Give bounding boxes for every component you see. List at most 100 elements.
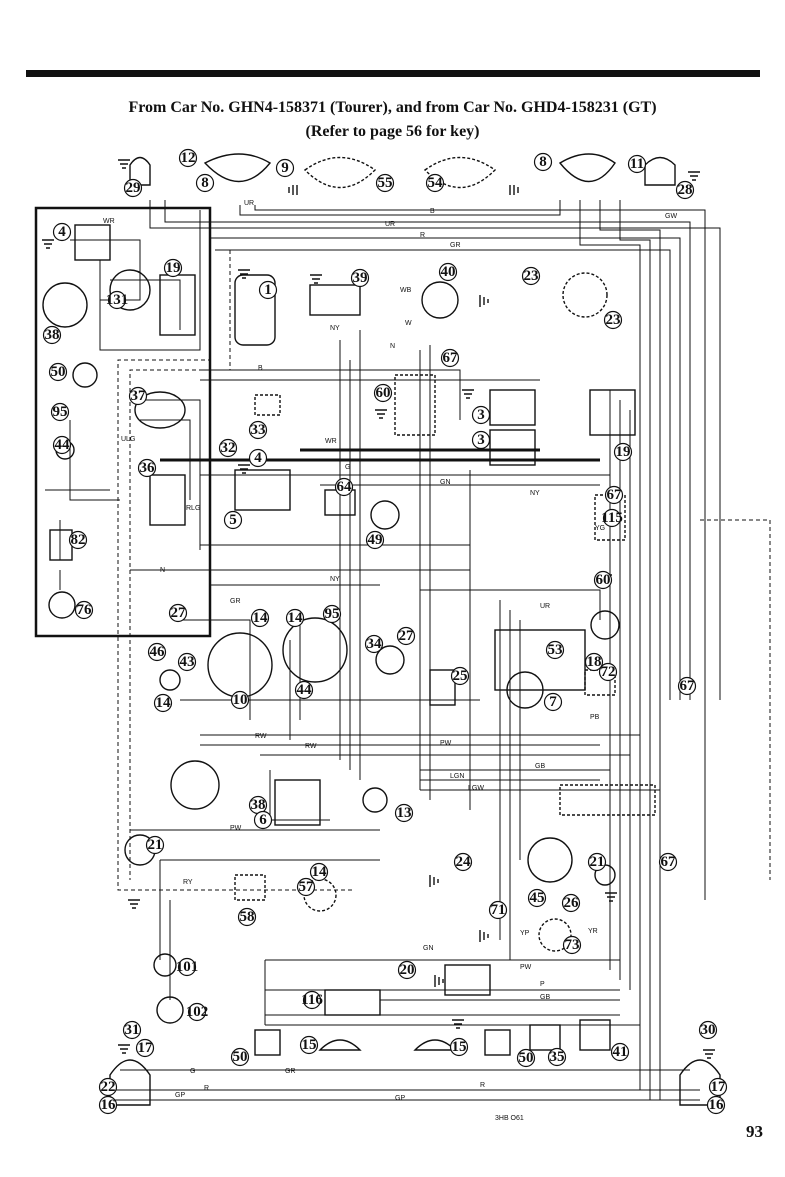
control-box-icon <box>589 389 636 436</box>
callout-circle <box>48 362 68 382</box>
callout-number: 6 <box>259 812 267 828</box>
switch-icon <box>42 282 88 328</box>
component-number-callout: 10 <box>230 690 250 710</box>
earth-icon <box>238 269 250 279</box>
component-number-callout: 38 <box>248 795 268 815</box>
callout-circle <box>123 178 143 198</box>
wire-colour-code: GR <box>230 598 241 605</box>
component-number-callout: 102 <box>186 1002 208 1022</box>
callout-circle <box>603 310 623 330</box>
callout-number: 44 <box>297 682 313 698</box>
component-number-callout: 32 <box>218 438 238 458</box>
lighting-switch-icon <box>170 760 220 810</box>
earth-icon <box>452 1019 464 1029</box>
component-number-callout: 19 <box>613 442 633 462</box>
earth-icon <box>128 899 140 909</box>
callout-circle <box>440 348 460 368</box>
callout-number: 16 <box>101 1097 117 1113</box>
callout-circle <box>488 900 508 920</box>
switch-icon <box>429 669 456 706</box>
wire-colour-code: RW <box>305 743 317 750</box>
callout-circle <box>593 570 613 590</box>
component-number-callout: 67 <box>604 485 624 505</box>
callout-number: 39 <box>353 270 368 286</box>
callout-number: 33 <box>251 422 266 438</box>
callout-number: 49 <box>368 532 383 548</box>
regulator-icon <box>309 284 361 316</box>
wire-colour-code: RLG <box>186 505 200 512</box>
component-number-callout: 27 <box>396 626 416 646</box>
component-number-callout: 73 <box>562 935 582 955</box>
callout-number: 116 <box>301 992 323 1008</box>
callout-circle <box>516 1048 536 1068</box>
callout-number: 82 <box>71 532 86 548</box>
component-number-callout: 7 <box>543 692 563 712</box>
earth-icon <box>310 274 322 284</box>
callout-circle <box>450 666 470 686</box>
earth-icon <box>688 171 700 181</box>
callout-circle <box>248 448 268 468</box>
callout-circle <box>322 604 342 624</box>
callout-circle <box>137 458 157 478</box>
switch-icon <box>529 1024 561 1051</box>
callout-number: 17 <box>711 1079 727 1095</box>
connector-block-icon <box>494 629 586 691</box>
wire-colour-code: NY <box>330 325 340 332</box>
component-number-callout: 71 <box>488 900 508 920</box>
lamp-icon <box>72 362 98 388</box>
wire-colour-code: UR <box>540 603 550 610</box>
callout-number: 115 <box>601 510 623 526</box>
wire-harness <box>619 200 651 1100</box>
earth-icon <box>605 892 617 902</box>
lamp-icon <box>48 591 76 619</box>
callout-number: 23 <box>606 312 621 328</box>
generator-icon <box>234 274 276 346</box>
wire-colour-code: WR <box>325 438 337 445</box>
horn-icon <box>562 272 608 318</box>
component-number-callout: 30 <box>698 1020 718 1040</box>
wire-colour-code: GB <box>535 763 545 770</box>
wire-colour-code: G <box>345 464 350 471</box>
wire-colour-code: GN <box>440 479 451 486</box>
number-plate-lamp-icon <box>318 1039 362 1051</box>
callout-circle <box>147 642 167 662</box>
callout-number: 3 <box>477 432 485 448</box>
starter-motor-icon <box>234 469 291 511</box>
callout-circle <box>394 803 414 823</box>
callout-circle <box>334 477 354 497</box>
component-number-callout: 18 <box>584 652 604 672</box>
wire-colour-code: B <box>430 208 435 215</box>
callout-number: 4 <box>254 450 262 466</box>
callout-circle <box>547 1047 567 1067</box>
wire-colour-code: NY <box>330 576 340 583</box>
callout-number: 1 <box>264 282 272 298</box>
component-number-callout: 16 <box>98 1095 118 1115</box>
component-number-callout: 15 <box>449 1037 469 1057</box>
component-number-callout: 4 <box>248 448 268 468</box>
callout-circle <box>163 258 183 278</box>
component-number-callout: 60 <box>593 570 613 590</box>
wire-colour-code: W <box>405 320 412 327</box>
component-number-callout: 29 <box>123 178 143 198</box>
callout-circle <box>610 1042 630 1062</box>
tank-unit-icon <box>538 918 572 952</box>
callout-circle <box>299 1035 319 1055</box>
callout-circle <box>230 690 250 710</box>
callout-number: 95 <box>325 606 340 622</box>
callout-circle <box>527 888 547 908</box>
callout-number: 50 <box>51 364 66 380</box>
wire-colour-code: GR <box>285 1068 296 1075</box>
callout-number: 14 <box>156 695 172 711</box>
component-number-callout: 25 <box>450 666 470 686</box>
component-number-callout: 67 <box>440 348 460 368</box>
fuse-box-icon <box>149 474 186 526</box>
earth-symbols <box>42 159 715 1059</box>
headlamp-icon <box>203 153 272 183</box>
callout-number: 14 <box>253 610 269 626</box>
wire-colour-code: ULG <box>121 436 135 443</box>
callout-number: 36 <box>140 460 156 476</box>
wire-harness <box>129 250 231 880</box>
component-number-callout: 67 <box>677 676 697 696</box>
wire-colour-code: PB <box>590 714 600 721</box>
component-number-callout: 17 <box>135 1038 155 1058</box>
